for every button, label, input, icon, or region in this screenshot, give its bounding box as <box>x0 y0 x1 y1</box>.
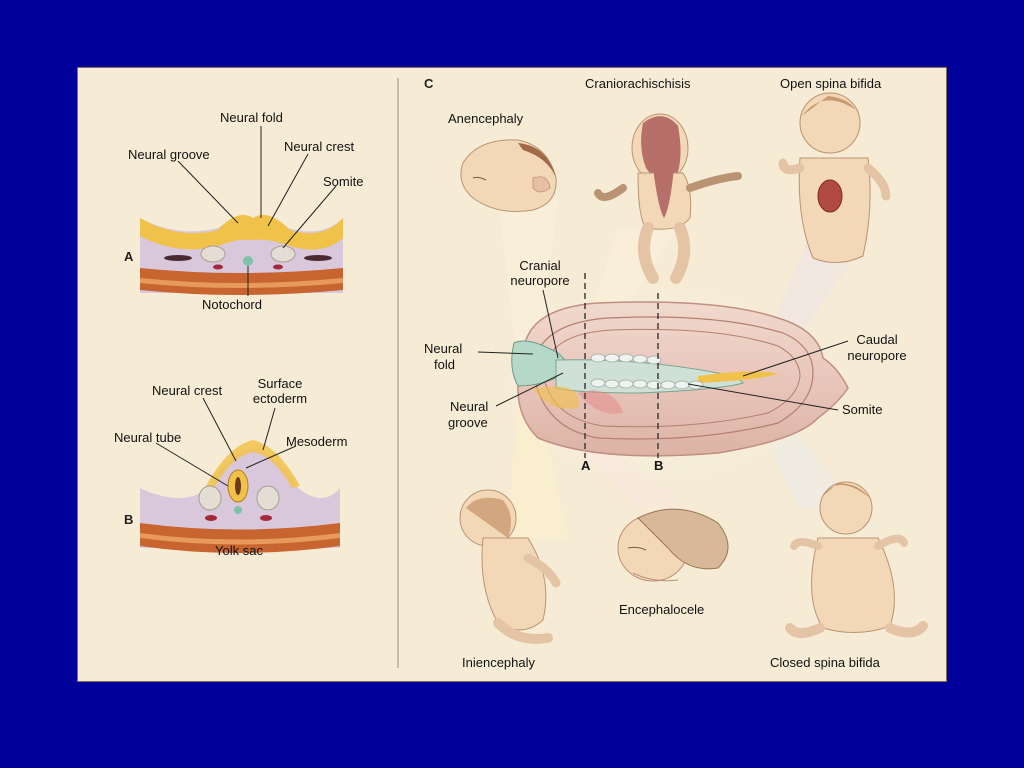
projection-yellow <box>533 386 579 409</box>
label-cranial-2: neuropore <box>510 273 570 288</box>
figure-anencephaly <box>460 139 557 212</box>
figure-encephalocele <box>617 508 729 582</box>
b-endoderm <box>140 523 340 553</box>
leader-a-neural-groove <box>177 160 239 224</box>
embryo-caudal-groove <box>698 371 778 383</box>
b-dot-right <box>260 515 272 521</box>
label-a-neural-fold: Neural fold <box>220 110 283 125</box>
panel-a-cross-section <box>140 126 343 296</box>
label-anencephaly: Anencephaly <box>448 111 524 126</box>
leader-b-neural-tube <box>155 442 229 487</box>
label-open-spina-bifida: Open spina bifida <box>780 76 882 91</box>
leader-b-neural-crest <box>202 397 237 462</box>
a-endoderm <box>140 268 343 295</box>
label-caudal-1: Caudal <box>856 332 898 347</box>
panel-a-letter: A <box>124 249 134 264</box>
projection-pink <box>578 390 623 414</box>
figure-panel: A Neural fold Neural groove Neural crest… <box>77 67 947 682</box>
b-somite-right <box>256 485 280 511</box>
a-streak-right <box>304 255 332 261</box>
leader-c-caudal <box>742 340 849 377</box>
label-neural-groove-2: groove <box>448 415 488 430</box>
b-somite-left <box>198 485 222 511</box>
a-dot-left <box>213 264 223 270</box>
leader-a-neural-crest <box>267 153 309 227</box>
label-c-somite: Somite <box>842 402 883 417</box>
label-encephalocele: Encephalocele <box>619 602 705 617</box>
b-notochord <box>234 506 242 514</box>
a-somite-right <box>270 245 296 263</box>
leader-b-mesoderm <box>245 445 297 469</box>
label-b-surface-1: Surface <box>257 376 303 391</box>
label-cranial-1: Cranial <box>519 258 561 273</box>
figure-craniorachischisis <box>594 113 742 284</box>
panel-c-letter: C <box>424 76 434 91</box>
leader-c-neural-fold <box>477 351 534 355</box>
label-closed-spina-bifida: Closed spina bifida <box>770 655 880 670</box>
label-craniorachischisis: Craniorachischisis <box>585 76 691 91</box>
b-dot-left <box>205 515 217 521</box>
label-section-a: A <box>581 458 591 473</box>
panel-c-embryo <box>477 273 849 493</box>
a-streak-left <box>164 255 192 261</box>
label-a-neural-crest: Neural crest <box>284 139 355 154</box>
figure-iniencephaly <box>459 489 561 644</box>
b-surface-ectoderm <box>206 440 300 488</box>
label-iniencephaly: Iniencephaly <box>462 655 535 670</box>
figure-drawing <box>140 78 928 668</box>
label-a-somite: Somite <box>323 174 364 189</box>
somite-chain <box>590 353 704 390</box>
figure-closed-spina-bifida <box>785 481 928 638</box>
a-endoderm-inner <box>140 278 343 288</box>
a-neural-plate <box>140 214 343 250</box>
figure-open-spina-bifida <box>778 92 891 263</box>
a-somite-left <box>200 245 226 263</box>
a-notochord <box>243 256 253 266</box>
leader-c-neural-groove <box>495 372 564 407</box>
label-neural-fold-2: fold <box>434 357 455 372</box>
label-caudal-2: neuropore <box>847 348 907 363</box>
b-neural-tube-lumen <box>235 477 241 495</box>
label-b-neural-tube: Neural tube <box>114 430 182 445</box>
a-dot-right <box>273 264 283 270</box>
label-b-neural-crest: Neural crest <box>152 383 223 398</box>
label-b-surface-2: ectoderm <box>252 391 308 406</box>
leader-c-cranial <box>542 289 559 359</box>
embryo-inner-ridge <box>532 316 814 440</box>
label-b-yolk-sac: Yolk sac <box>215 543 263 558</box>
leader-a-somite <box>282 185 337 249</box>
label-a-neural-groove: Neural groove <box>128 147 210 162</box>
panel-b-letter: B <box>124 512 134 527</box>
label-section-b: B <box>654 458 664 473</box>
b-endoderm-inner <box>140 533 340 545</box>
label-neural-fold-1: Neural <box>424 341 463 356</box>
panel-b-cross-section <box>140 397 340 553</box>
label-b-mesoderm: Mesoderm <box>286 434 348 449</box>
label-neural-groove-1: Neural <box>450 399 489 414</box>
label-a-notochord: Notochord <box>202 297 262 312</box>
leader-b-surface-ectoderm <box>262 407 276 451</box>
embryo-inner-ridge-2 <box>542 328 801 428</box>
leader-c-somite <box>687 383 839 411</box>
